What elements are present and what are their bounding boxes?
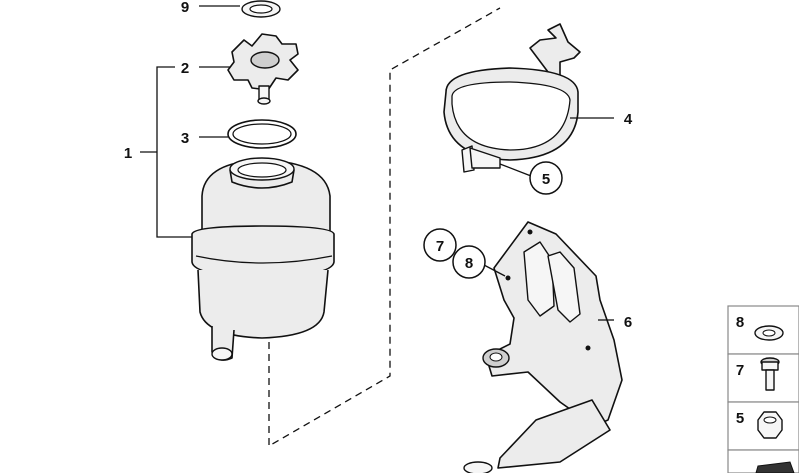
side-panel-label-5: 5	[736, 410, 744, 427]
callout-bubble-5[interactable]	[529, 161, 563, 195]
fluid-reservoir-part[interactable]	[191, 157, 335, 361]
leader-line-5	[499, 163, 532, 177]
callout-label-7: 7	[436, 238, 444, 255]
o-ring-part[interactable]	[227, 119, 297, 149]
leader-line-8	[483, 264, 506, 277]
reservoir-cap-part[interactable]	[227, 33, 299, 105]
clip-icon	[755, 461, 795, 473]
hardware-side-panel: 8 7 5	[727, 305, 799, 473]
assembly-dashed-line	[268, 7, 501, 448]
callout-label-2[interactable]: 2	[181, 60, 189, 77]
side-panel-label-8: 8	[736, 314, 744, 331]
callout-label-6[interactable]: 6	[624, 314, 632, 331]
side-panel-label-7: 7	[736, 362, 744, 379]
callout-label-5: 5	[542, 171, 550, 188]
callout-label-9[interactable]: 9	[181, 0, 189, 16]
group-bracket	[156, 66, 194, 238]
callout-label-8: 8	[465, 255, 473, 272]
washer-icon	[754, 325, 784, 341]
clamp-band-part[interactable]	[443, 23, 581, 173]
mounting-bracket-part[interactable]	[463, 221, 623, 473]
callout-label-1[interactable]: 1	[124, 145, 132, 162]
callout-bubble-8[interactable]	[452, 245, 486, 279]
bolt-icon	[760, 357, 780, 391]
callout-label-3[interactable]: 3	[181, 130, 189, 147]
callout-bubble-7[interactable]	[423, 228, 457, 262]
callout-label-4[interactable]: 4	[624, 111, 633, 128]
seal-ring-part[interactable]	[241, 0, 281, 18]
nut-icon	[757, 411, 783, 439]
